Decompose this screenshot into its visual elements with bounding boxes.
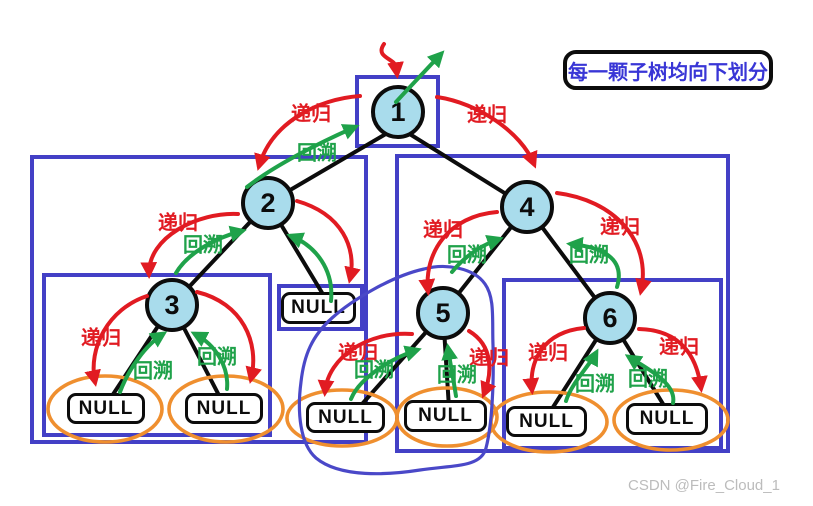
callout-box: 每一颗子树均向下划分	[563, 50, 773, 90]
null-node: NULL	[306, 402, 385, 433]
recurse-label: 递归	[600, 216, 640, 239]
null-node: NULL	[67, 393, 145, 424]
null-node: NULL	[626, 403, 708, 435]
tree-node-6: 6	[583, 291, 637, 345]
callout-text: 每一颗子树均向下划分	[568, 61, 768, 84]
tree-node-2: 2	[241, 176, 295, 230]
null-node: NULL	[185, 393, 263, 424]
backtrack-label: 回溯	[297, 142, 337, 165]
null-node: NULL	[281, 292, 356, 324]
null-node: NULL	[506, 406, 587, 437]
backtrack-label: 回溯	[183, 234, 223, 257]
node-value: 1	[390, 96, 406, 127]
backtrack-label: 回溯	[628, 368, 668, 391]
tree-node-3: 3	[145, 278, 199, 332]
tree-node-5: 5	[416, 286, 470, 340]
recurse-label: 递归	[659, 336, 699, 359]
node-value: 4	[519, 191, 535, 222]
backtrack-label: 回溯	[437, 364, 477, 387]
recurse-label: 递归	[528, 342, 568, 365]
null-node: NULL	[404, 400, 487, 432]
watermark: CSDN @Fire_Cloud_1	[628, 477, 780, 494]
backtrack-label: 回溯	[197, 346, 237, 369]
recurse-label: 递归	[81, 327, 121, 350]
node-value: 6	[602, 302, 618, 333]
backtrack-label: 回溯	[447, 244, 487, 267]
tree-node-4: 4	[500, 180, 554, 234]
recurse-label: 递归	[467, 104, 507, 127]
backtrack-label: 回溯	[133, 360, 173, 383]
node-value: 5	[435, 297, 451, 328]
tree-node-1: 1	[371, 85, 425, 139]
node-value: 2	[260, 187, 276, 218]
backtrack-label: 回溯	[354, 359, 394, 382]
node-value: 3	[164, 289, 180, 320]
backtrack-label: 回溯	[575, 373, 615, 396]
backtrack-label: 回溯	[569, 244, 609, 267]
recurse-label: 递归	[291, 103, 331, 126]
